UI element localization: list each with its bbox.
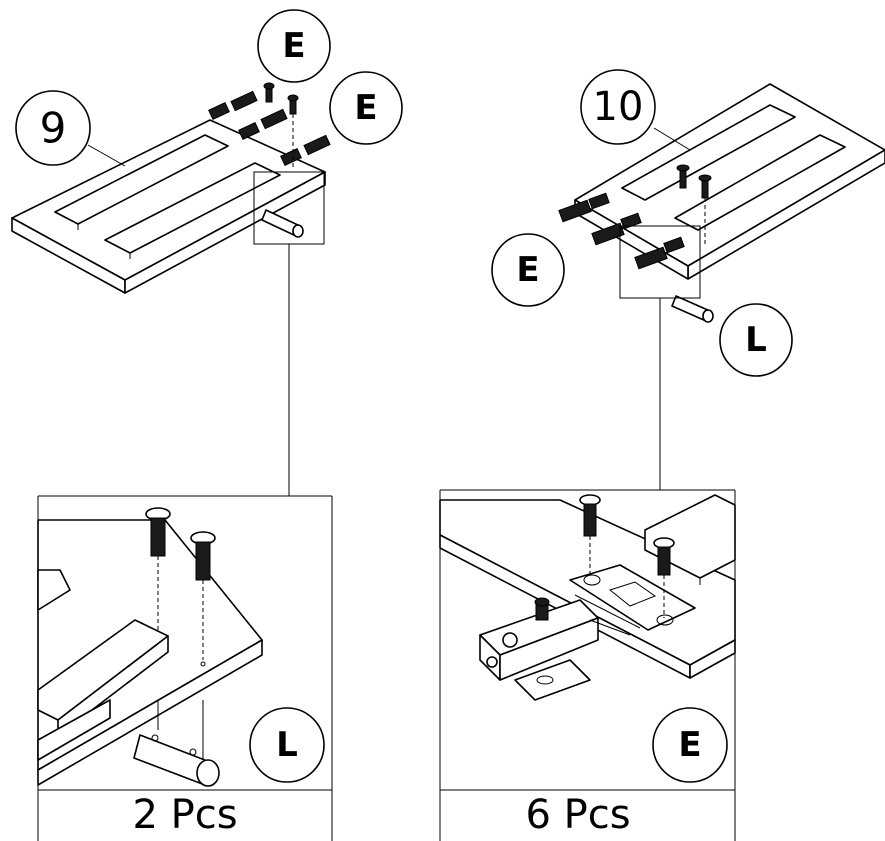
step-10-number: 10 (593, 84, 644, 130)
step-9-hinge-label-right: E (354, 88, 377, 128)
step-9-screws (263, 82, 299, 170)
step-9-assembly: 9 E E (11, 9, 403, 496)
step-10-screws (676, 164, 712, 245)
detail-left-label: L (276, 725, 298, 765)
step-9-number: 9 (40, 104, 67, 153)
detail-right-panel: E 6 Pcs (439, 489, 736, 841)
step-9-number-circle (15, 90, 91, 166)
step-9-hinge-label-top: E (282, 26, 305, 66)
step-10-pin (671, 295, 714, 323)
step-10-hinge-label-circle (491, 233, 565, 307)
step-9-hinges (208, 90, 331, 166)
step-10-hinge-label: E (516, 250, 539, 290)
step-9-pin (261, 209, 304, 238)
step-10-hinges (558, 192, 685, 270)
detail-left-screws (145, 507, 216, 667)
step-10-number-circle (580, 69, 656, 145)
step-9-hinge-label-circle-top (257, 9, 331, 83)
step-10-assembly: 10 E L (491, 69, 885, 490)
step-9-hinge-label-circle-right (329, 71, 403, 145)
detail-right-quantity: 6 Pcs (525, 792, 630, 838)
detail-right-label: E (678, 725, 701, 765)
detail-left-panel: L 2 Pcs (37, 495, 333, 841)
detail-left-pin (133, 700, 220, 787)
detail-right-screws (579, 494, 675, 618)
detail-left-quantity: 2 Pcs (132, 792, 237, 838)
detail-right-label-circle (652, 707, 728, 783)
step-10-pin-label: L (745, 320, 767, 360)
detail-left-label-circle (249, 707, 325, 783)
step-10-pin-label-circle (719, 303, 793, 377)
